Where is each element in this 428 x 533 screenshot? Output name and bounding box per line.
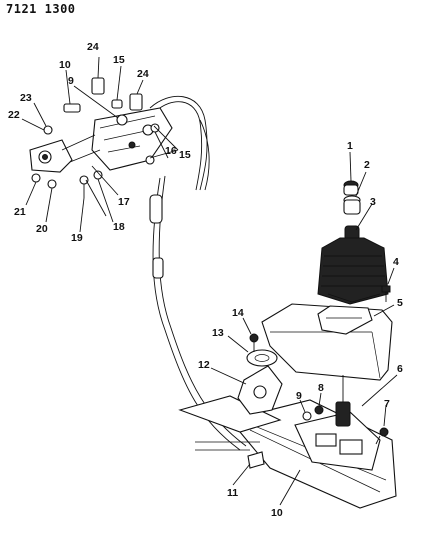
bushing-15-right (145, 155, 155, 165)
callout-13: 13 (212, 327, 224, 339)
clip-22 (43, 125, 53, 135)
grommet-16 (150, 123, 160, 133)
bolt-19 (79, 175, 89, 185)
callout-3: 3 (370, 196, 376, 208)
cable-sleeve-upper (149, 194, 163, 224)
callout-15-top: 15 (113, 54, 125, 66)
callout-19: 19 (71, 232, 83, 244)
callout-22: 22 (8, 109, 20, 121)
cable-sleeve-lower (152, 257, 164, 279)
bolt-14 (249, 333, 259, 352)
clip-24-right (129, 93, 143, 111)
shift-knob (343, 180, 361, 215)
nut-21 (31, 173, 41, 183)
callout-labels: 1 2 3 4 5 6 7 8 9 10 11 12 13 14 24 15 2… (8, 41, 403, 519)
callout-11: 11 (227, 487, 238, 499)
callout-10-base: 10 (271, 507, 283, 519)
shift-boot (317, 225, 389, 305)
callout-8: 8 (318, 382, 324, 394)
callout-21: 21 (14, 206, 26, 218)
shift-lever-base-6 (335, 401, 351, 427)
callout-18: 18 (113, 221, 125, 233)
spring-10-top (63, 103, 81, 113)
gasket-13 (246, 349, 278, 367)
callout-7: 7 (384, 398, 390, 410)
callout-14: 14 (232, 307, 244, 319)
washer-9 (302, 411, 312, 421)
bushing-15-top (111, 99, 123, 109)
callout-6: 6 (397, 363, 403, 375)
callout-5: 5 (397, 297, 403, 309)
clip-11 (247, 451, 265, 469)
callout-24-left: 24 (87, 41, 99, 53)
callout-16: 16 (165, 145, 177, 157)
callout-12: 12 (198, 359, 210, 371)
callout-24-right: 24 (137, 68, 149, 80)
washer-20 (47, 179, 57, 189)
callout-9-linkage: 9 (68, 75, 74, 87)
screw-4 (381, 285, 391, 302)
figure-code: 7121 1300 (6, 2, 76, 16)
callout-10-linkage: 10 (59, 59, 71, 71)
bolt-7 (375, 427, 389, 445)
leader-lines (21, 56, 398, 506)
callout-4: 4 (393, 256, 399, 268)
callout-15-right: 15 (179, 149, 191, 161)
callout-20: 20 (36, 223, 48, 235)
callout-17: 17 (118, 196, 130, 208)
callout-23: 23 (20, 92, 32, 104)
callout-1: 1 (347, 140, 353, 152)
nut-8 (314, 405, 324, 415)
clip-24-left (91, 77, 105, 95)
shifter-base (178, 375, 397, 509)
column-linkage-assembly (29, 77, 173, 198)
callout-9-console: 9 (296, 390, 302, 402)
mounting-plate (178, 395, 282, 433)
callout-2: 2 (364, 159, 370, 171)
bracket-12 (237, 365, 283, 415)
console (261, 303, 393, 381)
